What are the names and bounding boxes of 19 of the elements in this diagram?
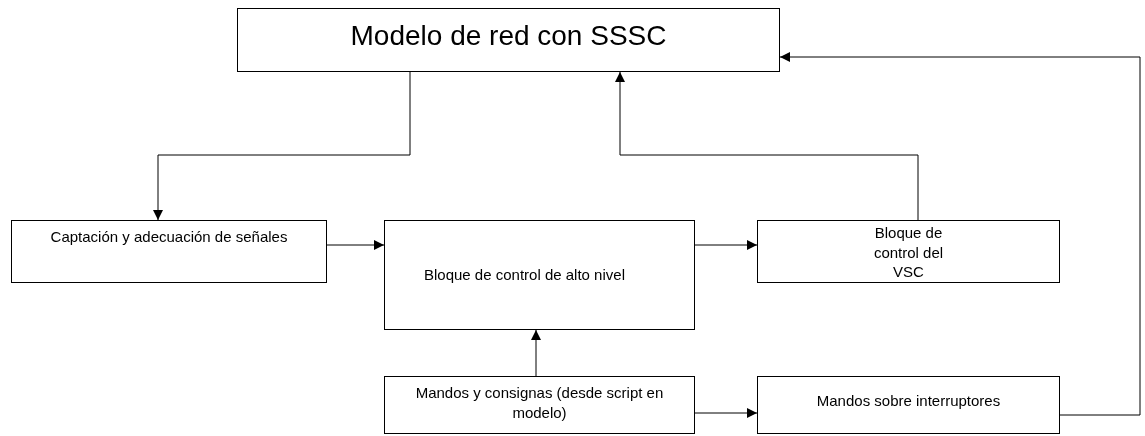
arrow <box>615 71 919 221</box>
box-label: Mandos y consignas (desde script en modelo) <box>414 383 665 422</box>
box-label: Bloque de control del VSC <box>872 223 945 282</box>
box-label: Modelo de red con SSSC <box>350 18 667 53</box>
arrow <box>694 240 758 250</box>
process-box <box>384 376 695 434</box>
process-box <box>757 376 1060 434</box>
arrow <box>779 52 1141 416</box>
arrow <box>153 71 411 221</box>
box-label: Bloque de control de alto nivel <box>424 265 625 285</box>
box-label: Mandos sobre interruptores <box>816 391 1001 411</box>
arrow <box>531 329 541 377</box>
box-label: Captación y adecuación de señales <box>50 227 288 247</box>
arrow <box>694 408 758 418</box>
process-box <box>237 8 780 72</box>
process-box <box>384 220 695 330</box>
process-box <box>11 220 327 283</box>
arrow <box>326 240 385 250</box>
process-box <box>757 220 1060 283</box>
